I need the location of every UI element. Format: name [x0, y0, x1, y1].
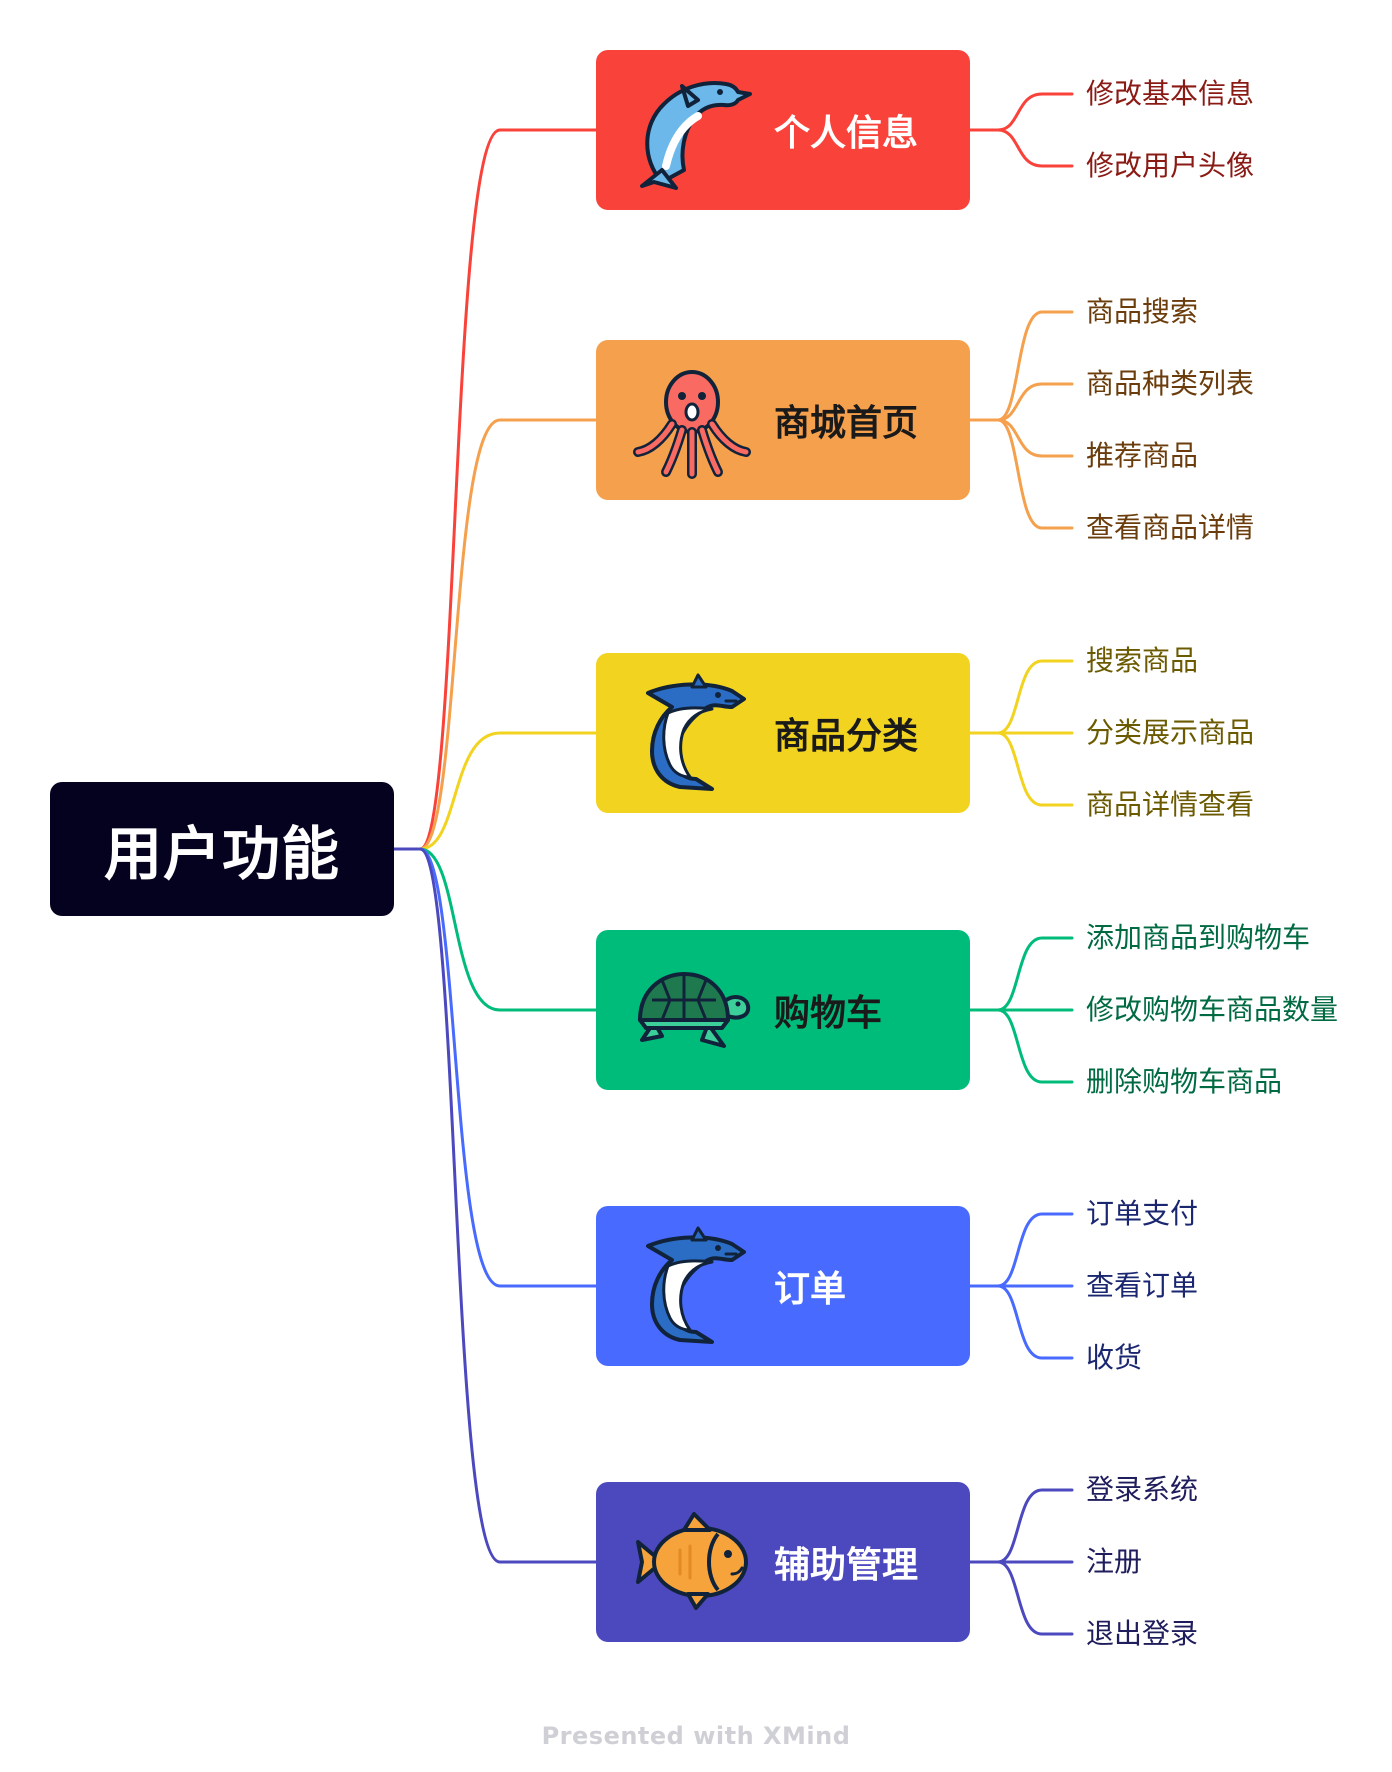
branch-topic-label: 个人信息 [774, 113, 919, 154]
subtopic-register[interactable]: 注册 [1086, 1545, 1143, 1578]
subtopic-connector [996, 1488, 1074, 1564]
subtopic-connector [996, 1284, 1074, 1360]
subtopic-edit-cart-quantity[interactable]: 修改购物车商品数量 [1086, 993, 1339, 1026]
subtopic-add-to-cart[interactable]: 添加商品到购物车 [1086, 921, 1311, 954]
subtopic-connector [996, 936, 1074, 1012]
subtopic-category-display[interactable]: 分类展示商品 [1086, 716, 1255, 749]
subtopic-delete-cart-item[interactable]: 删除购物车商品 [1086, 1065, 1283, 1098]
branch-topic-order[interactable]: 订单 [596, 1206, 970, 1366]
octopus-icon [633, 370, 751, 479]
subtopic-order-payment[interactable]: 订单支付 [1086, 1197, 1199, 1230]
subtopic-connector [996, 382, 1074, 422]
branch-connector [418, 418, 598, 851]
branch-topic-shopping-cart[interactable]: 购物车 [596, 930, 970, 1090]
subtopic-connector [996, 310, 1074, 422]
branch-topic-label: 订单 [774, 1269, 847, 1310]
subtopic-connector [996, 1212, 1074, 1288]
branch-connector [418, 847, 598, 1012]
subtopic-edit-avatar[interactable]: 修改用户头像 [1086, 149, 1255, 182]
shark-icon [646, 1226, 746, 1344]
branch-topic-label: 购物车 [774, 993, 883, 1034]
dolphin-icon [640, 81, 752, 190]
shark-icon [646, 673, 746, 791]
subtopic-login[interactable]: 登录系统 [1086, 1473, 1199, 1506]
branch-topic-mall-home[interactable]: 商城首页 [596, 340, 970, 500]
branch-connector [418, 731, 598, 851]
branch-connector [418, 847, 598, 1288]
subtopic-view-orders[interactable]: 查看订单 [1086, 1269, 1199, 1302]
footer-watermark: Presented with XMind [541, 1722, 851, 1750]
subtopic-connector [996, 418, 1074, 458]
subtopic-recommended-products[interactable]: 推荐商品 [1086, 439, 1199, 472]
subtopic-connector [996, 1008, 1074, 1084]
turtle-icon [638, 972, 751, 1048]
subtopic-connector [996, 128, 1074, 168]
branch-topic-personal-info[interactable]: 个人信息 [596, 50, 970, 210]
subtopic-connector [996, 92, 1074, 132]
subtopic-edit-basic-info[interactable]: 修改基本信息 [1086, 77, 1255, 110]
subtopic-product-details-view[interactable]: 商品详情查看 [1086, 788, 1255, 821]
subtopic-category-list[interactable]: 商品种类列表 [1086, 367, 1255, 400]
branch-connector [418, 847, 598, 1564]
fish-icon [636, 1512, 748, 1610]
subtopic-receive-goods[interactable]: 收货 [1086, 1341, 1143, 1374]
branch-topic-auxiliary-management[interactable]: 辅助管理 [596, 1482, 970, 1642]
subtopic-search-products[interactable]: 搜索商品 [1086, 644, 1199, 677]
subtopic-connector [996, 418, 1074, 530]
subtopic-connector [996, 1560, 1074, 1636]
subtopic-view-product-details[interactable]: 查看商品详情 [1086, 511, 1255, 544]
branch-topic-label: 商城首页 [774, 403, 919, 444]
subtopic-logout[interactable]: 退出登录 [1086, 1617, 1199, 1650]
subtopic-connector [996, 731, 1074, 807]
branch-topic-label: 商品分类 [774, 716, 919, 757]
root-topic[interactable]: 用户功能 [50, 782, 394, 916]
subtopic-product-search[interactable]: 商品搜索 [1086, 295, 1199, 328]
branch-topic-product-category[interactable]: 商品分类 [596, 653, 970, 813]
branch-connector [418, 128, 598, 851]
subtopic-connector [996, 659, 1074, 735]
root-topic-label: 用户功能 [103, 820, 340, 888]
branch-topic-label: 辅助管理 [774, 1545, 919, 1586]
